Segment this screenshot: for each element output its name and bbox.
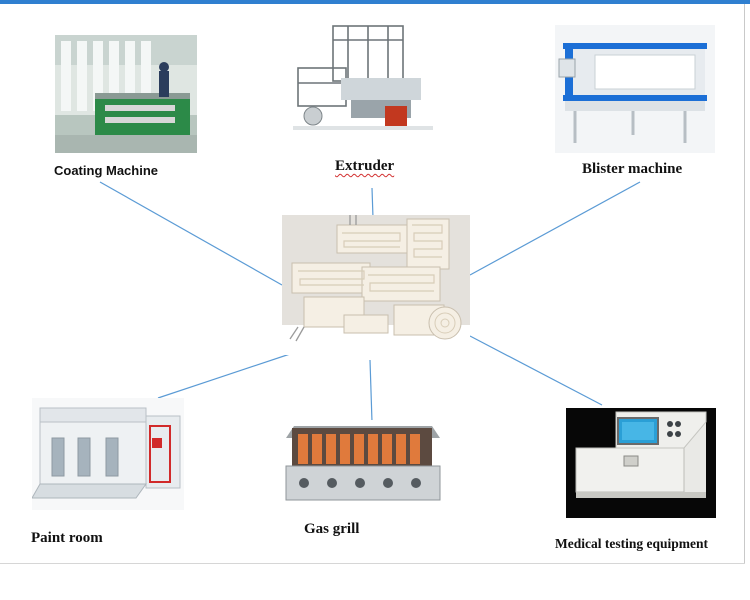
link-coating — [99, 181, 283, 286]
label-extruder: Extruder — [335, 158, 394, 175]
link-medical — [469, 335, 603, 406]
coating-machine-image — [55, 35, 197, 153]
gas-grill-image — [280, 420, 445, 508]
link-extruder — [371, 187, 374, 219]
medical-testing-equipment-image — [566, 408, 716, 518]
label-blister-machine: Blister machine — [582, 161, 683, 177]
link-blister — [469, 181, 641, 276]
top-accent-bar — [0, 0, 750, 4]
ceramic-heaters-image — [282, 215, 470, 355]
label-extruder-text: Extruder — [335, 158, 395, 174]
extruder-image — [293, 18, 433, 143]
bottom-border — [0, 563, 745, 564]
link-paint — [157, 351, 297, 399]
link-grill — [369, 359, 373, 423]
label-coating-machine: Coating Machine — [54, 163, 159, 178]
label-gas-grill: Gas grill — [304, 521, 360, 537]
label-medical-testing-equipment: Medical testing equipment — [555, 536, 708, 551]
blister-machine-image — [555, 25, 715, 153]
paint-room-image — [31, 398, 184, 510]
right-border — [744, 4, 745, 564]
label-paint-room: Paint room — [31, 530, 103, 546]
